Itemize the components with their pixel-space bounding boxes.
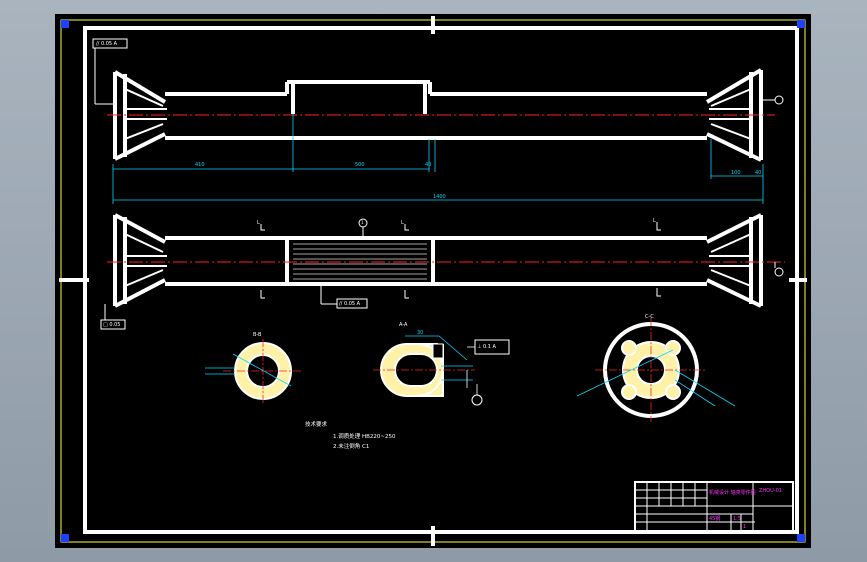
top-shaft-view <box>113 68 763 162</box>
cut-mark-3: L <box>653 218 656 224</box>
dim-left-length: 410 <box>195 162 205 168</box>
title-material: 45钢 <box>709 516 721 522</box>
section-b-box-tag: ⊥ 0.1 A <box>477 344 496 350</box>
cad-viewport[interactable]: // 0.05 A 410 500 40 100 40 1400 1 L L L… <box>55 14 811 548</box>
bottom-tag-leaders <box>100 218 784 330</box>
top-tolerance-tag: // 0.05 A <box>96 41 118 47</box>
top-dimensions <box>112 114 764 204</box>
centering-marks <box>59 16 807 546</box>
section-cut-marks <box>260 222 661 299</box>
bottom-hatch-area <box>293 243 427 280</box>
section-b-block <box>373 335 510 406</box>
notes-heading: 技术要求 <box>305 422 328 428</box>
dim-right-length: 100 <box>731 170 741 176</box>
section-a-ring <box>205 339 303 403</box>
corner-markers <box>61 20 805 542</box>
section-b-label: A-A <box>399 322 408 328</box>
bottom-shaft-details <box>124 233 752 287</box>
top-shaft-details <box>124 88 752 140</box>
notes-line-2: 2.未注倒角 C1 <box>333 444 370 450</box>
section-a-label: B-B <box>253 332 262 338</box>
notes-line-1: 1.调质处理 HB220~250 <box>333 434 396 440</box>
box-tolerance-tag: □ 0.05 <box>103 322 121 328</box>
title-scale: 1:5 <box>733 516 742 522</box>
section-c-flange <box>576 318 736 422</box>
section-mark-number: 1 <box>361 220 364 225</box>
datum-symbol-top <box>761 95 784 105</box>
hatch-tolerance-tag: // 0.05 A <box>339 301 361 307</box>
title-sheet: 1 <box>743 524 747 530</box>
dim-gap-length: 40 <box>425 162 432 168</box>
drawing-canvas <box>59 16 807 546</box>
section-b-top-dim: 30 <box>417 330 424 336</box>
title-drawing-no: ZHOU-01 <box>759 488 782 494</box>
title-block <box>634 481 794 533</box>
top-tag-leader <box>92 38 128 105</box>
section-c-label: C-C <box>645 314 654 320</box>
dim-right-gap: 40 <box>755 170 762 176</box>
title-main: 机械设计 轴类零件图 <box>709 490 756 496</box>
cut-mark-1: L <box>257 220 260 226</box>
cut-mark-2: L <box>401 220 404 226</box>
dim-total-length: 1400 <box>433 194 446 200</box>
bottom-shaft-view <box>113 213 763 308</box>
dim-middle-length: 500 <box>355 162 365 168</box>
drawing-frame <box>83 26 799 534</box>
